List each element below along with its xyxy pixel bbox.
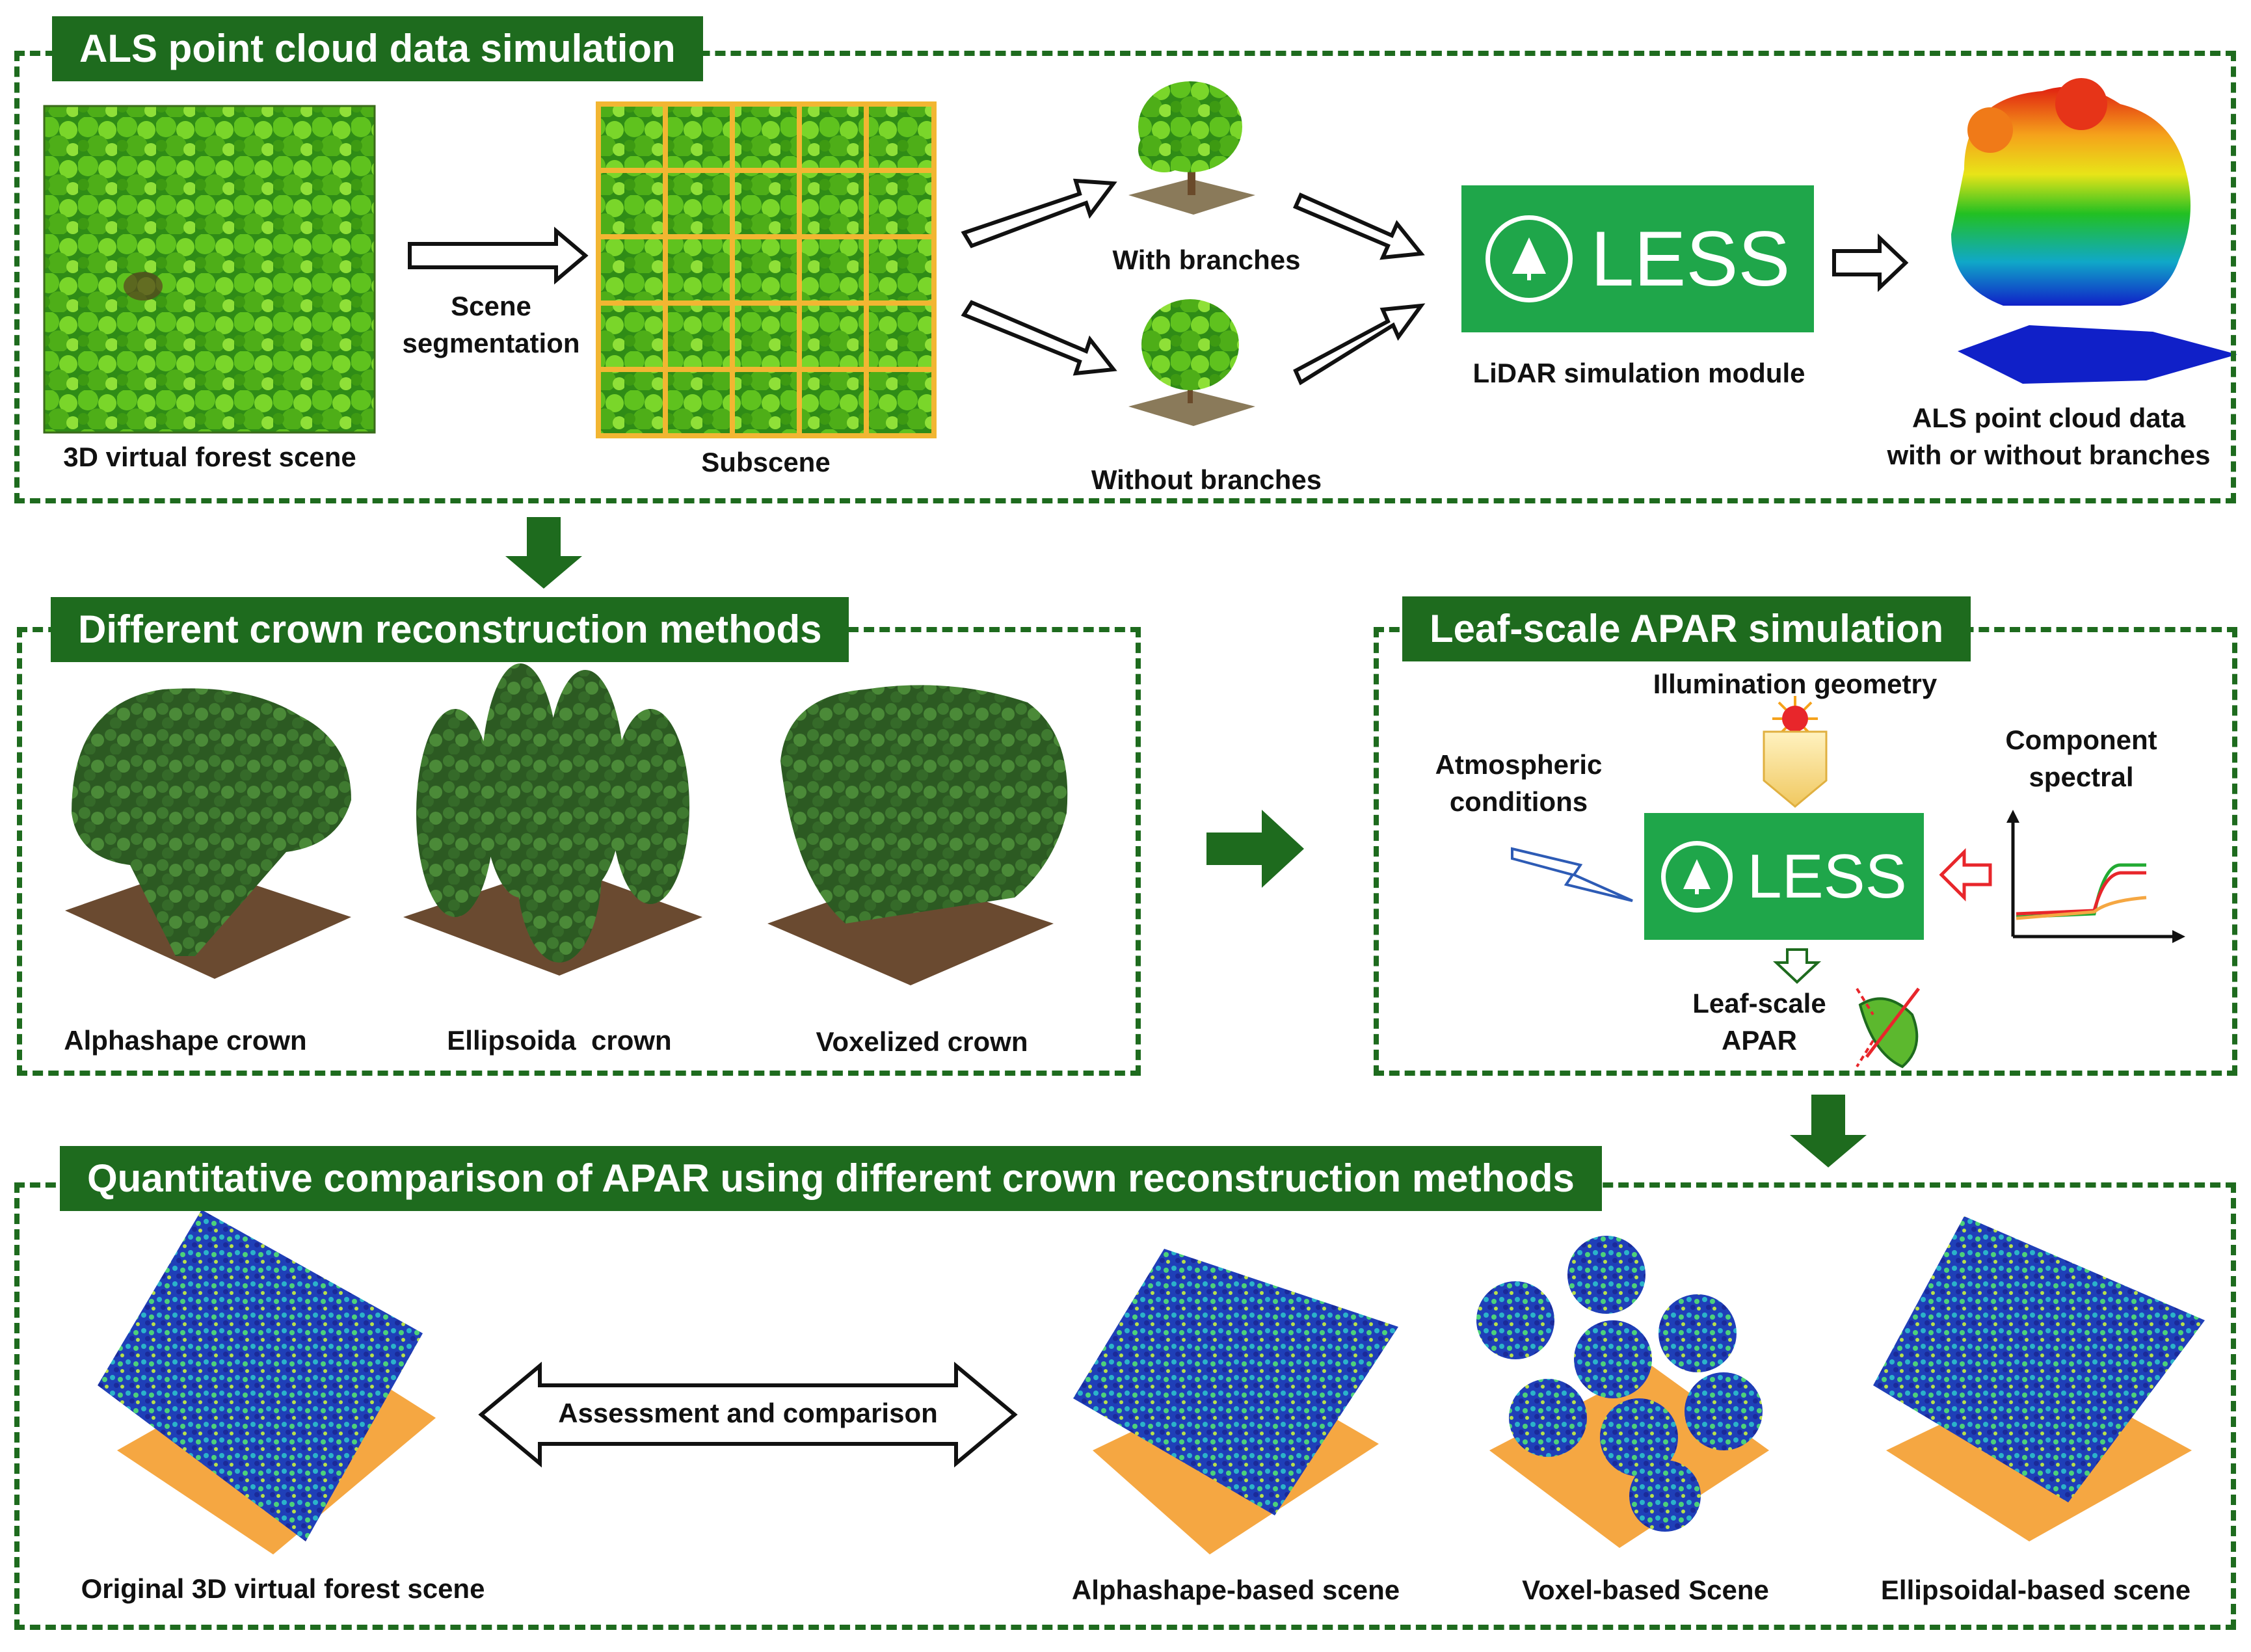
lidar-module-label: LiDAR simulation module [1472, 358, 1805, 388]
tree-circle-icon [1485, 215, 1573, 302]
atmospheric-label-line2: conditions [1449, 786, 1588, 817]
illumination-label: Illumination geometry [1653, 669, 1938, 699]
with-branches-label: With branches [1112, 245, 1301, 275]
down-arrow-to-crowns [505, 517, 582, 589]
section-quantitative-comparison [14, 1182, 2236, 1630]
tree-glyph-apar [1683, 859, 1711, 894]
arrow-to-with-branches [961, 178, 1117, 248]
less-logo-text: LESS [1590, 215, 1791, 302]
assessment-label: Assessment and comparison [558, 1398, 938, 1428]
subscene-grid-image [596, 101, 937, 438]
lightning-icon [1511, 847, 1633, 902]
arrow-to-without-branches [961, 300, 1117, 376]
leaf-apar-label-line1: Leaf-scale [1692, 988, 1826, 1019]
less-logo-text-apar: LESS [1747, 841, 1907, 911]
down-arrow-to-comparison [1790, 1095, 1867, 1167]
arrow-with-to-less [1293, 193, 1425, 260]
tree-glyph [1512, 237, 1546, 280]
segmentation-label-line1: Scene [451, 291, 531, 321]
segmentation-label-line2: segmentation [402, 328, 580, 358]
atmospheric-label-line1: Atmospheric [1435, 749, 1603, 780]
arrow-less-to-leaf-apar [1772, 948, 1822, 984]
subscene-label: Subscene [701, 447, 831, 477]
arrow-spectral-to-less [1939, 847, 1992, 902]
forest-scene-image [43, 105, 376, 434]
leaf-crossed-icon [1856, 987, 1920, 1069]
section-crown-reconstruction [17, 627, 1141, 1076]
ellipsoid-crown-image [403, 663, 702, 976]
sun-icon [1772, 696, 1818, 741]
section-als-simulation [14, 51, 2236, 503]
right-arrow-to-apar [1206, 810, 1304, 888]
double-arrow-assessment [478, 1361, 1018, 1468]
section3-title: Leaf-scale APAR simulation [1402, 596, 1971, 661]
alphashape-scene-image [1073, 1249, 1398, 1554]
als-pointcloud-image [1951, 78, 2237, 384]
original-scene-image [98, 1210, 436, 1554]
voxel-scene-label: Voxel-based Scene [1522, 1575, 1769, 1605]
without-branches-label: Without branches [1091, 464, 1322, 495]
section4-title: Quantitative comparison of APAR using di… [60, 1146, 1602, 1211]
arrow-less-to-pointcloud [1832, 233, 1909, 292]
section1-title: ALS point cloud data simulation [52, 16, 703, 81]
arrow-without-to-less [1293, 303, 1426, 386]
less-logo-box: LESS [1461, 185, 1814, 332]
leaf-apar-label-line2: APAR [1722, 1025, 1797, 1056]
spectral-curve-icon [2006, 810, 2185, 943]
component-label-line1: Component [2005, 725, 2157, 755]
ellipsoid-crown-label: Ellipsoida crown [447, 1025, 672, 1056]
tree-with-branches-image [1128, 81, 1255, 215]
illumination-chevron [1763, 730, 1828, 808]
component-label-line2: spectral [2029, 762, 2134, 792]
tree-circle-icon-apar [1661, 840, 1733, 913]
alphashape-scene-label: Alphashape-based scene [1071, 1575, 1400, 1605]
als-output-label-line1: ALS point cloud data [1912, 403, 2185, 433]
alphashape-crown-image [65, 688, 351, 979]
segmentation-arrow [408, 226, 589, 285]
voxel-crown-image [767, 685, 1068, 985]
ellipsoidal-scene-image [1873, 1216, 2205, 1541]
less-logo-box-apar: LESS [1644, 813, 1924, 940]
voxel-scene-image [1476, 1236, 1769, 1548]
section2-title: Different crown reconstruction methods [51, 597, 849, 662]
alphashape-crown-label: Alphashape crown [64, 1025, 307, 1056]
forest-scene-label: 3D virtual forest scene [63, 442, 356, 472]
als-output-label-line2: with or without branches [1887, 440, 2211, 470]
ellipsoidal-scene-label: Ellipsoidal-based scene [1880, 1575, 2191, 1605]
voxel-crown-label: Voxelized crown [816, 1026, 1028, 1057]
original-scene-label: Original 3D virtual forest scene [81, 1573, 485, 1604]
tree-without-branches-image [1128, 299, 1255, 426]
